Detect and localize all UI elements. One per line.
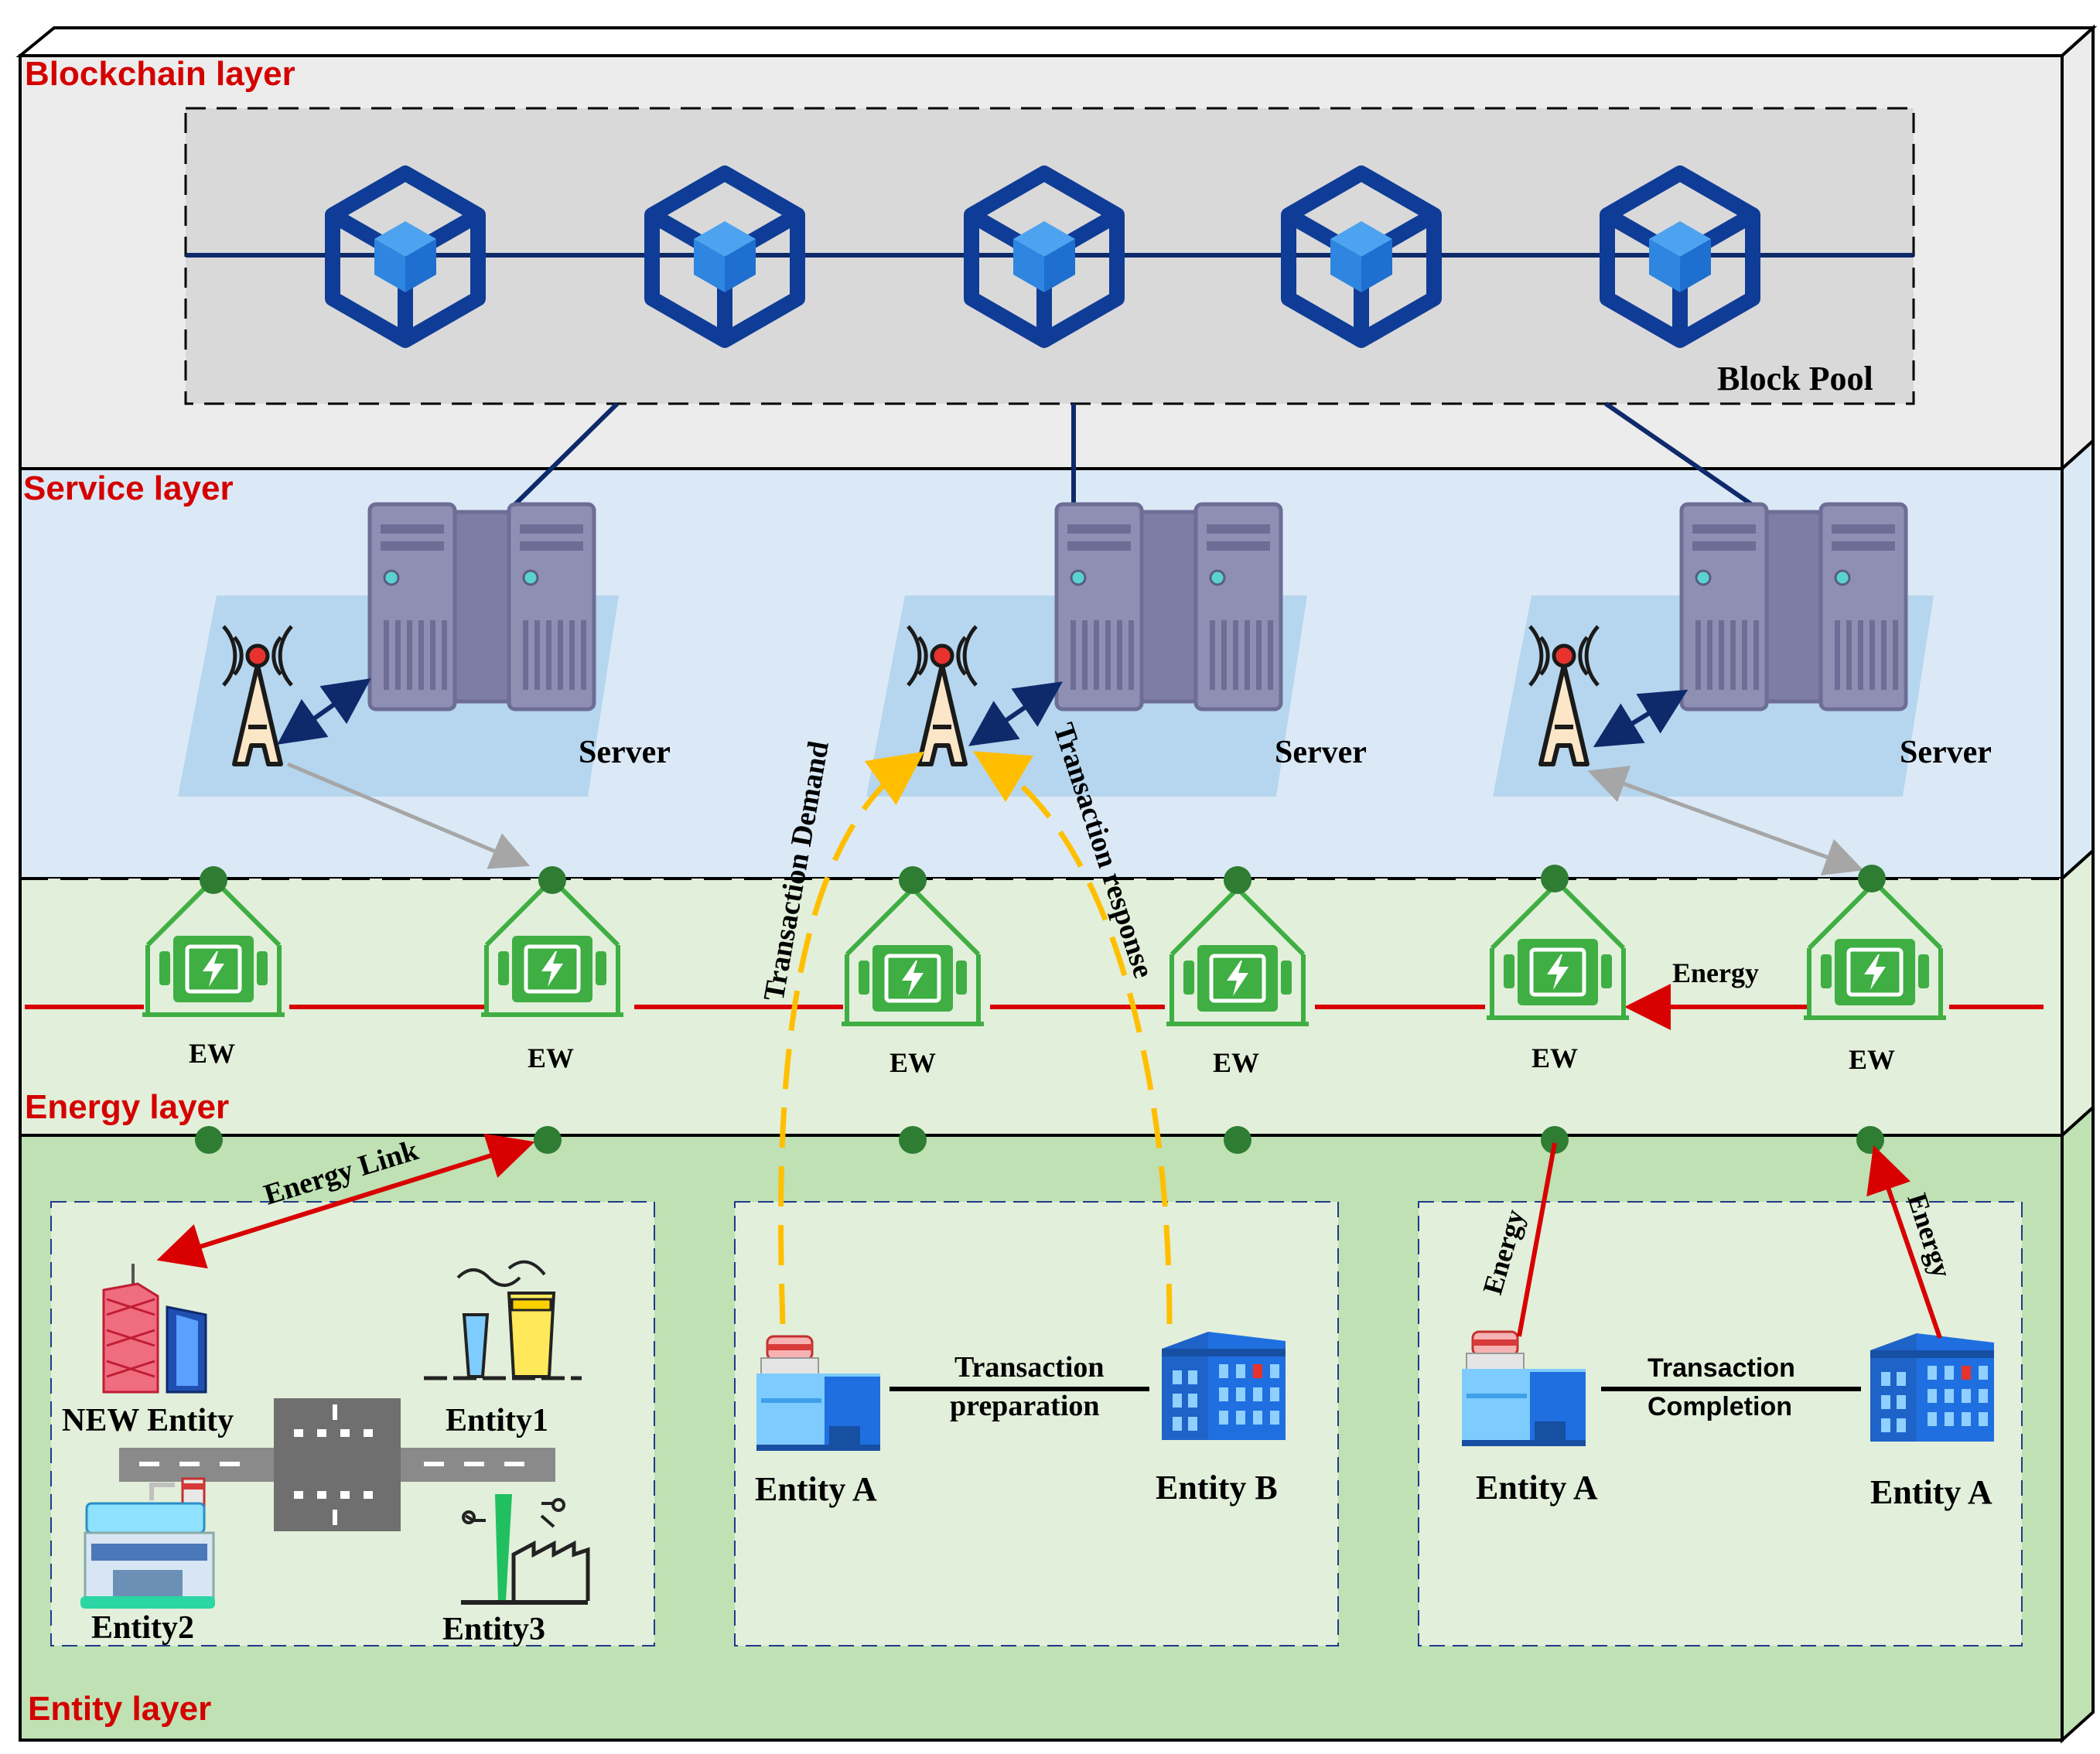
transaction-demand-curve (778, 751, 925, 1325)
link-label-line1: Transaction (954, 1351, 1105, 1384)
node-dot-top (200, 866, 227, 894)
power-plant-icon (424, 1260, 582, 1380)
entity-a-label: Entity A (755, 1470, 877, 1508)
energy-layer-title: Energy layer (25, 1088, 229, 1126)
node-dot-bottom (1856, 1126, 1884, 1154)
blockchain-layer-title: Blockchain layer (25, 55, 295, 93)
entity-layer-title: Entity layer (28, 1690, 211, 1728)
antenna-node-link (287, 762, 531, 869)
node-dot-bottom (1541, 1126, 1569, 1154)
entity1-label: Entity1 (446, 1403, 548, 1438)
server-icon (1620, 473, 2100, 709)
server-label: Server (1900, 735, 1992, 770)
entity-a-left-label: Entity A (1476, 1469, 1598, 1507)
entity2-label: Entity2 (91, 1610, 194, 1646)
energy-node: EW (842, 866, 984, 1154)
entity3-label: Entity3 (442, 1612, 545, 1647)
service-layer-title: Service layer (23, 469, 234, 507)
link-label-line2: preparation (950, 1390, 1100, 1422)
service-cluster-3: Server (1493, 473, 2100, 797)
energy-flow-label: Energy (1672, 957, 1759, 988)
node-dot-bottom (899, 1126, 927, 1154)
office-icon (1870, 1333, 1994, 1442)
industry-icon (461, 1494, 590, 1605)
service-cluster-2: Server (866, 473, 1730, 797)
entity-group-right: Transaction Completion Entity A Entity A (1418, 1201, 2023, 1647)
block-pool: Block Pool (184, 107, 1915, 405)
energy-node: EW (1166, 866, 1309, 1154)
node-dot-top (1541, 865, 1569, 892)
link-label-line1: Transaction (1648, 1353, 1795, 1383)
ew-label: EW (528, 1043, 574, 1073)
ew-label: EW (890, 1047, 936, 1078)
store-icon (80, 1477, 215, 1609)
energy-up-line (1517, 1142, 1557, 1337)
server-label: Server (579, 735, 671, 770)
link-label-line2: Completion (1648, 1392, 1792, 1421)
road-icon (119, 1398, 555, 1531)
new-entity-label: NEW Entity (62, 1403, 234, 1438)
node-dot-top (1224, 866, 1251, 894)
node-dot-bottom (534, 1126, 562, 1154)
office-icon (1162, 1332, 1286, 1440)
energy-node: EW (481, 866, 623, 1154)
entity-group-middle: Transaction preparation Entity A Entity … (734, 1201, 1339, 1647)
block-pool-label: Block Pool (1717, 360, 1873, 398)
new-entity-icon (102, 1264, 207, 1394)
node-dot-top (538, 866, 566, 894)
entity-a-right-label: Entity A (1870, 1473, 1992, 1511)
service-cluster-1: Server (178, 473, 1043, 797)
antenna-server-link (277, 678, 371, 745)
node-dot-bottom (195, 1126, 223, 1154)
antenna-server-link (1593, 689, 1689, 748)
entity-b-label: Entity B (1156, 1469, 1278, 1507)
energy-node: EW (1487, 865, 1629, 1154)
server-label: Server (1275, 735, 1367, 770)
node-dot-top (1858, 865, 1886, 892)
node-dot-top (899, 866, 927, 894)
ew-label: EW (1531, 1043, 1578, 1073)
antenna-node-link (1587, 766, 1864, 875)
antenna-server-link (968, 681, 1063, 746)
ew-label: EW (1849, 1044, 1895, 1075)
energy-node: EW (1804, 865, 1946, 1154)
energy-link-arrow (156, 1133, 535, 1269)
ew-label: EW (1213, 1047, 1259, 1078)
entity-group-left: NEW Entity Entity1 Entity2 (50, 1201, 655, 1647)
ew-label: EW (189, 1038, 235, 1069)
node-dot-bottom (1224, 1126, 1251, 1154)
energy-up-arrow (1866, 1145, 1942, 1339)
transaction-response-curve (972, 751, 1173, 1325)
